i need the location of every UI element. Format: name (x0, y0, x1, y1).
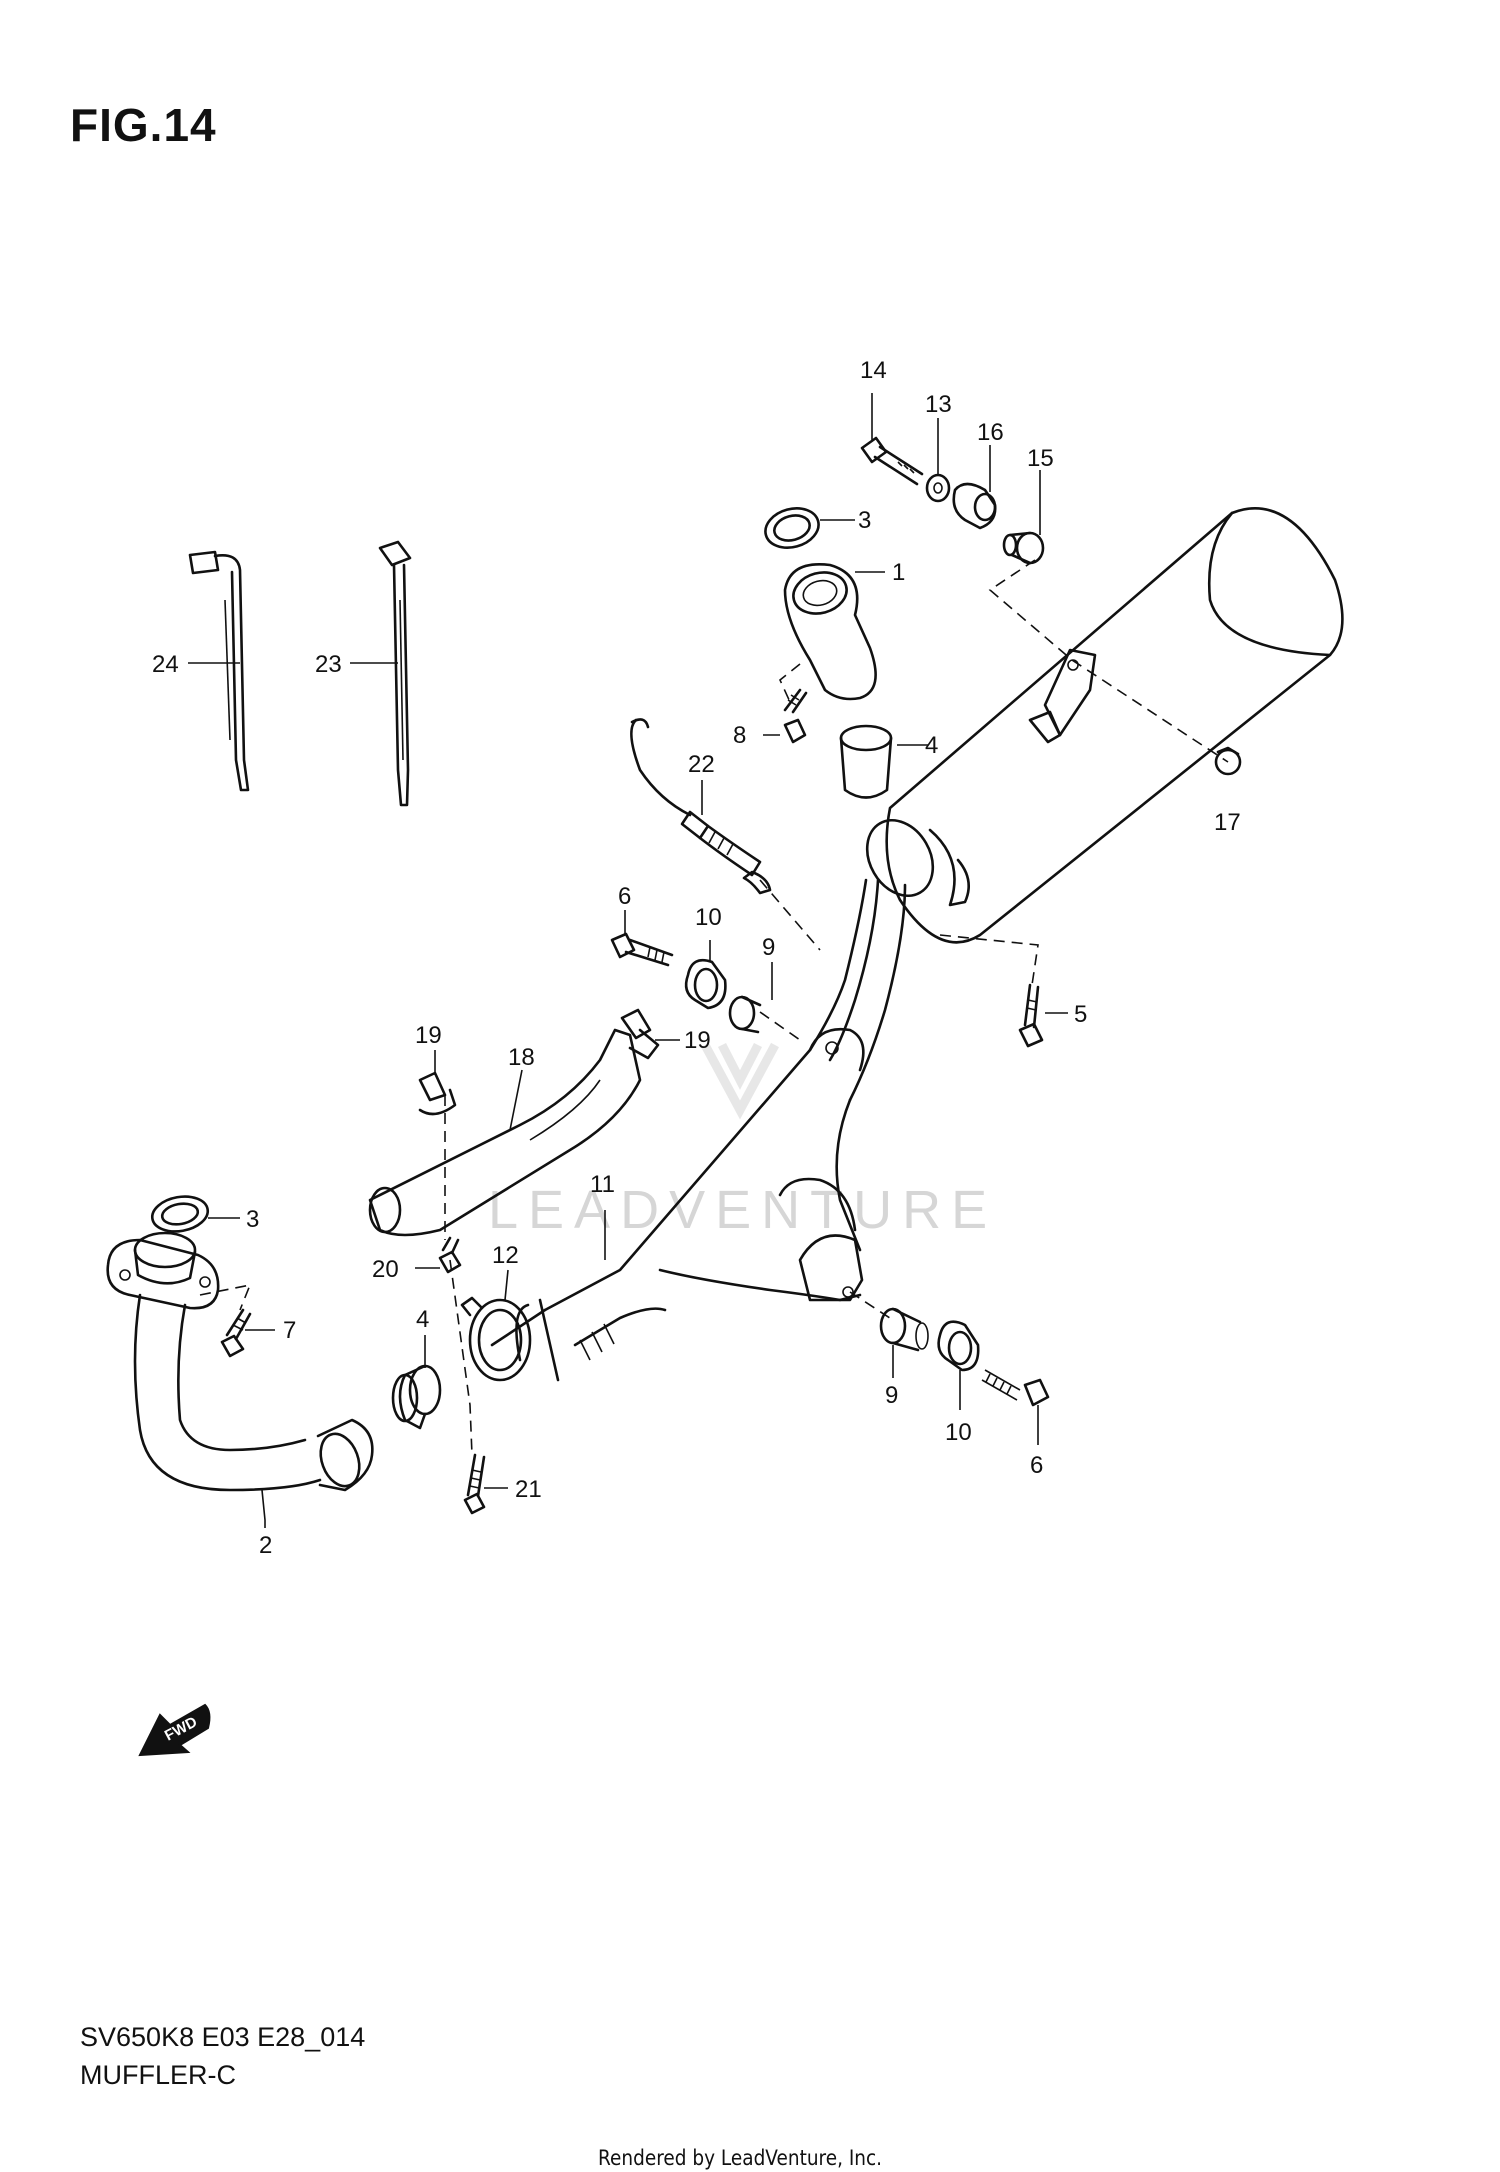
render-credit: Rendered by LeadVenture, Inc. (598, 2146, 883, 2170)
callout-10-upper: 10 (695, 904, 722, 931)
callout-23: 23 (315, 651, 342, 678)
callout-12: 12 (492, 1242, 519, 1269)
callout-18: 18 (508, 1044, 535, 1071)
part-23-cable-tie[interactable] (378, 540, 412, 807)
callout-4-lower: 4 (416, 1306, 429, 1333)
callout-16: 16 (977, 419, 1004, 446)
part-4-sleeve-lower[interactable] (391, 1364, 442, 1430)
part-8-bolt[interactable] (783, 688, 808, 744)
part-22-sensor[interactable] (630, 718, 772, 895)
part-19-clip-left[interactable] (418, 1071, 457, 1116)
watermark-logo-icon (701, 1042, 779, 1120)
model-code: SV650K8 E03 E28_014 (80, 2022, 366, 2052)
part-3-gasket-lower[interactable] (149, 1192, 210, 1235)
callout-14: 14 (860, 357, 887, 384)
part-21-bolt[interactable] (463, 1453, 486, 1515)
callout-9-lower: 9 (885, 1382, 898, 1409)
part-19-clip-right[interactable] (620, 1008, 660, 1060)
callout-6-upper: 6 (618, 883, 631, 910)
callout-6-lower: 6 (1030, 1452, 1043, 1479)
part-6-bolt-upper[interactable] (610, 932, 674, 967)
callout-19-left: 19 (415, 1022, 442, 1049)
callout-1: 1 (892, 559, 905, 586)
callout-4-upper: 4 (925, 732, 938, 759)
part-24-cable-tie[interactable] (188, 550, 250, 792)
part-7-bolt[interactable] (220, 1308, 252, 1358)
part-11-exhaust-pipe[interactable] (490, 878, 907, 1382)
callout-5: 5 (1074, 1001, 1087, 1028)
callout-labels: 14 13 16 15 3 1 24 23 8 22 4 17 6 10 9 5… (152, 357, 1241, 1559)
part-16-grommet[interactable] (952, 482, 997, 530)
part-muffler-body[interactable] (854, 507, 1344, 944)
callout-21: 21 (515, 1476, 542, 1503)
callout-20: 20 (372, 1256, 399, 1283)
callout-3-lower: 3 (246, 1206, 259, 1233)
part-20-bolt[interactable] (438, 1236, 462, 1274)
part-1-joint-pipe[interactable] (783, 563, 877, 701)
callout-11: 11 (590, 1171, 615, 1198)
callout-13: 13 (925, 391, 952, 418)
section-name: MUFFLER-C (80, 2060, 236, 2090)
watermark: LEADVENTURE (488, 1042, 997, 1240)
part-9-collar-lower[interactable] (879, 1307, 929, 1352)
figure-title: FIG.14 (70, 99, 217, 151)
part-5-bolt[interactable] (1018, 983, 1044, 1048)
leader-lines (188, 393, 1068, 1528)
callout-22: 22 (688, 751, 715, 778)
part-2-head-pipe[interactable] (106, 1231, 374, 1492)
part-15-collar[interactable] (1002, 531, 1045, 565)
callout-8: 8 (733, 722, 746, 749)
forward-direction-arrow-icon: FWD (138, 1703, 211, 1757)
callout-9-upper: 9 (762, 934, 775, 961)
callout-19-right: 19 (684, 1027, 711, 1054)
part-10-grommet-upper[interactable] (684, 958, 727, 1010)
assembly-lines (199, 559, 1229, 1456)
part-13-washer[interactable] (925, 473, 951, 503)
part-18-heat-shield[interactable] (368, 1028, 642, 1237)
part-4-sleeve-upper[interactable] (839, 724, 893, 799)
part-3-gasket-upper[interactable] (761, 503, 823, 554)
callout-17: 17 (1214, 809, 1241, 836)
callout-3-upper: 3 (858, 507, 871, 534)
part-6-bolt-lower[interactable] (981, 1369, 1050, 1407)
part-14-bolt[interactable] (860, 436, 924, 486)
part-10-grommet-lower[interactable] (937, 1320, 980, 1372)
callout-7: 7 (283, 1317, 296, 1344)
part-9-collar-upper[interactable] (728, 995, 762, 1034)
callout-24: 24 (152, 651, 179, 678)
watermark-text: LEADVENTURE (488, 1180, 997, 1240)
callout-10-lower: 10 (945, 1419, 972, 1446)
callout-2: 2 (259, 1532, 272, 1559)
callout-15: 15 (1027, 445, 1054, 472)
part-17-nut[interactable] (1214, 746, 1242, 776)
part-12-clamp[interactable] (460, 1296, 532, 1382)
